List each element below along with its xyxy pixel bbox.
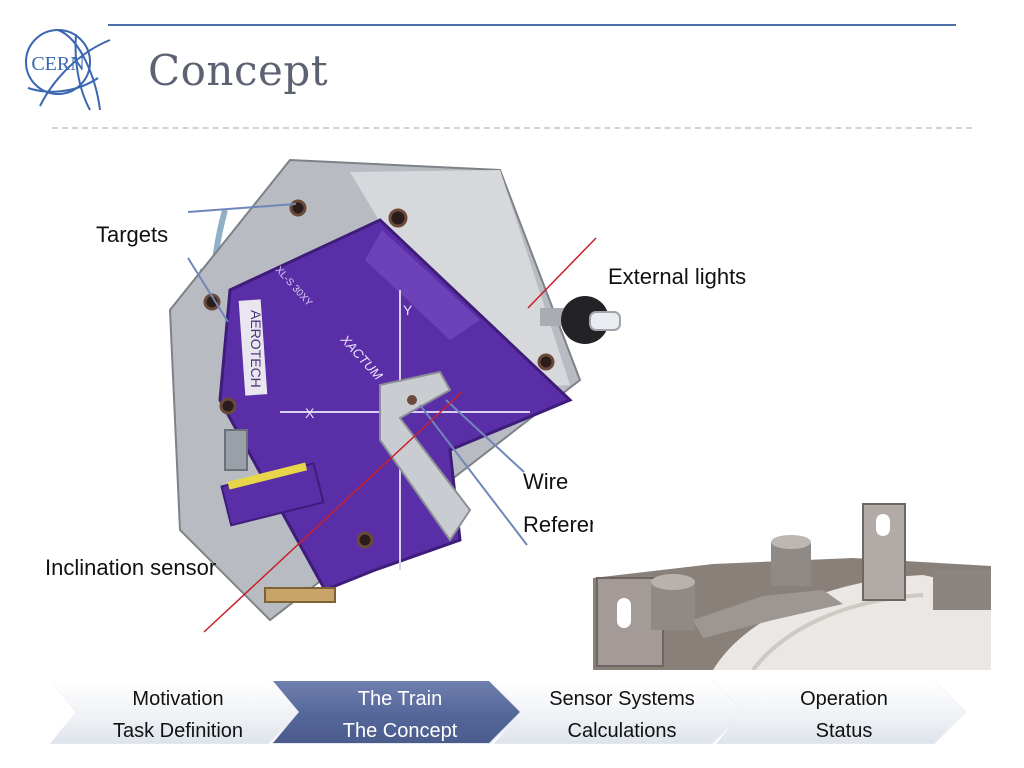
inclination-sensor-label: Inclination sensor (45, 555, 217, 580)
nav-step-line2: The Concept (342, 720, 458, 742)
header-rule (108, 24, 956, 26)
external-lights-label: External lights (608, 264, 747, 289)
aerotech-label: AEROTECH (248, 310, 264, 388)
nav-step-line1: Sensor Systems (549, 688, 695, 710)
nav-step-the-train[interactable]: The Train The Concept (272, 680, 522, 744)
x-axis-marker: X (305, 405, 315, 421)
page-title: Concept (148, 46, 329, 95)
title-divider (52, 127, 972, 129)
nav-step-line1: Motivation (132, 688, 224, 710)
nav-step-motivation[interactable]: Motivation Task Definition (50, 680, 300, 744)
section-navigation: Motivation Task Definition The Train The… (48, 680, 978, 750)
nav-step-line2: Status (815, 720, 873, 742)
y-axis-marker: Y (403, 302, 413, 318)
nav-step-line2: Calculations (567, 720, 677, 742)
nav-step-line2: Task Definition (112, 720, 244, 742)
cern-logo-text: CERN (31, 53, 84, 75)
targets-label: Targets (96, 222, 169, 247)
nav-step-line1: Operation (800, 688, 888, 710)
nav-step-operation[interactable]: Operation Status (716, 680, 966, 744)
cern-logo: CERN (25, 29, 111, 111)
alignment-device-photo: AEROTECH XL-S 30XY XACTUM X Y (168, 158, 621, 622)
wire-label: Wire (523, 469, 569, 494)
nav-step-line1: The Train (357, 688, 443, 710)
nav-step-sensor-systems[interactable]: Sensor Systems Calculations (494, 680, 744, 744)
train-on-rail-photo (593, 500, 991, 670)
